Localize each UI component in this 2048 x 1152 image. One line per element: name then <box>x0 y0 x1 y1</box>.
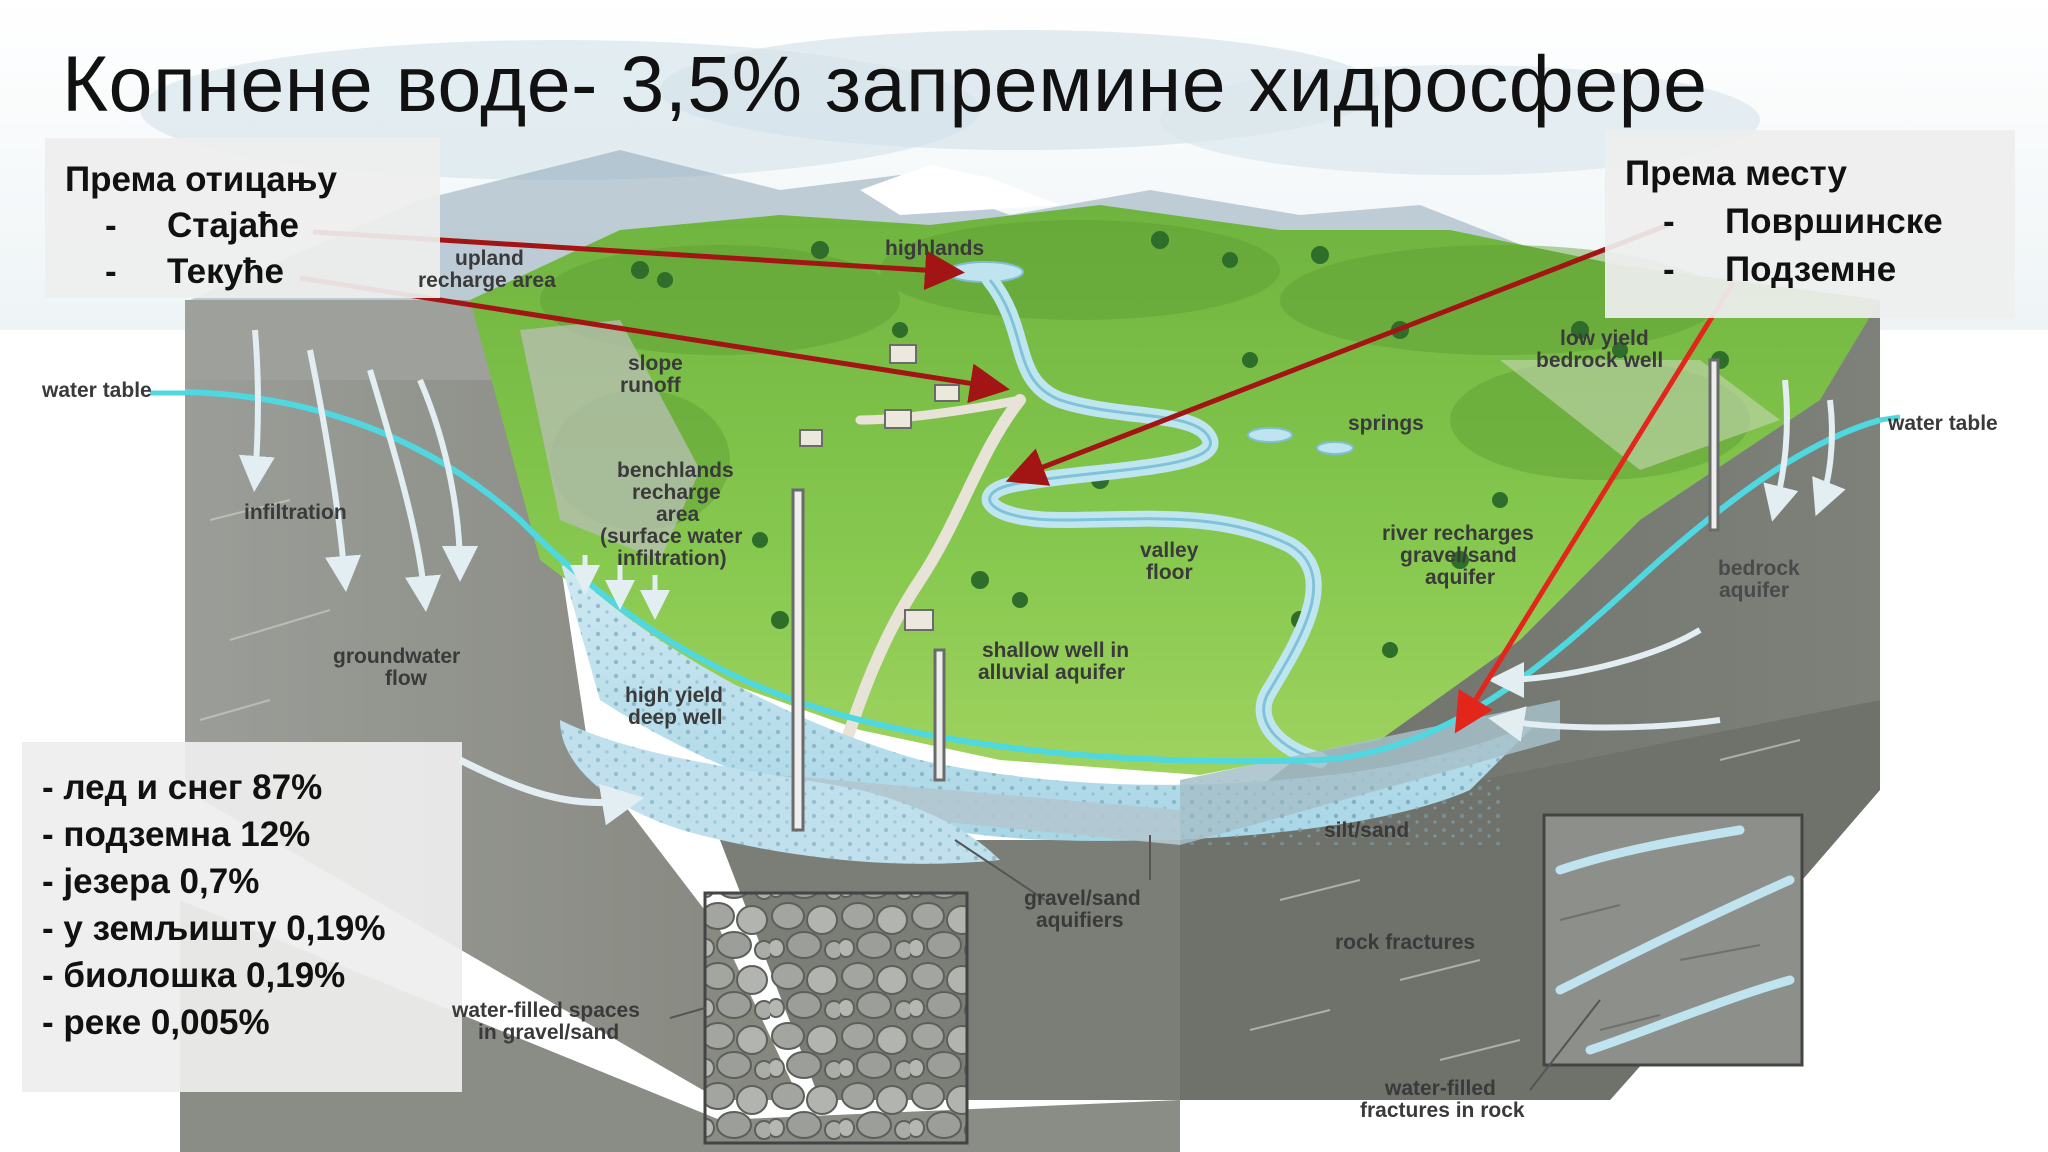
stat-ice-snow: - лед и снег 87% <box>42 768 323 807</box>
label-benchlands-recharge: recharge <box>632 481 721 504</box>
arrow-underground-water <box>1454 281 1736 734</box>
label-benchlands: benchlands <box>617 459 734 482</box>
label-bedrock: bedrock <box>1718 557 1800 580</box>
label-aquifiers: aquifiers <box>1036 909 1124 932</box>
label-upland-recharge: recharge area <box>418 269 556 292</box>
label-river-aquifer: aquifer <box>1425 566 1496 589</box>
label-benchlands-area: area <box>656 503 700 526</box>
flow-heading: Према отицању <box>65 160 337 199</box>
flow-item-flowing: Текуће <box>167 252 284 291</box>
label-silt-sand: silt/sand <box>1324 819 1410 842</box>
flow-item-standing: Стајаће <box>167 206 299 245</box>
page-title: Копнене воде- 3,5% запремине хидросфере <box>62 39 1708 128</box>
water-distribution-panel: - лед и снег 87% - подземна 12% - језера… <box>22 742 462 1092</box>
label-highlands: highlands <box>885 237 985 260</box>
label-water-table-right: water table <box>1888 412 1998 435</box>
label-shallow-well: shallow well in <box>982 639 1130 662</box>
label-floor: floor <box>1146 561 1193 584</box>
label-in-gravel-sand: in gravel/sand <box>478 1021 620 1044</box>
label-gravel-sand: gravel/sand <box>1024 887 1141 910</box>
label-deep-well: deep well <box>628 706 723 729</box>
location-classification-panel: Према месту - Површинске - Подземне <box>1605 130 2015 318</box>
label-benchlands-infiltration: infiltration) <box>617 547 727 570</box>
label-slope: slope <box>628 352 683 375</box>
flow-classification-panel: Према отицању - Стајаће - Текуће <box>45 138 440 298</box>
bullet-dash: - <box>105 252 117 291</box>
label-water-table-left: water table <box>42 379 152 402</box>
stat-lakes: - језера 0,7% <box>42 862 260 901</box>
label-upland: upland <box>455 247 524 270</box>
bullet-dash: - <box>105 206 117 245</box>
label-valley: valley <box>1140 539 1199 562</box>
stat-biological: - биолошка 0,19% <box>42 956 346 995</box>
label-rock-fractures: rock fractures <box>1335 931 1476 954</box>
label-river-gravel-sand: gravel/sand <box>1400 544 1517 567</box>
label-infiltration: infiltration <box>244 501 347 524</box>
label-bedrock-aquifer: aquifer <box>1719 579 1790 602</box>
label-water-filled-spaces: water-filled spaces <box>452 999 640 1022</box>
label-groundwater-flow: flow <box>385 667 427 690</box>
location-heading: Према месту <box>1625 154 1847 193</box>
label-river-recharges: river recharges <box>1382 522 1534 545</box>
bullet-dash: - <box>1663 250 1675 289</box>
label-high-yield: high yield <box>625 684 724 707</box>
stat-groundwater: - подземна 12% <box>42 815 311 854</box>
label-runoff: runoff <box>620 374 681 397</box>
stat-rivers: - реке 0,005% <box>42 1003 270 1042</box>
label-groundwater: groundwater <box>333 645 461 668</box>
label-springs: springs <box>1348 412 1424 435</box>
label-water-filled: water-filled <box>1385 1077 1496 1100</box>
label-bedrock-well: bedrock well <box>1536 349 1664 372</box>
location-item-underground: Подземне <box>1725 250 1897 289</box>
arrow-surface-water <box>1005 222 1669 486</box>
label-low-yield: low yield <box>1560 327 1649 350</box>
label-benchlands-surface-water: (surface water <box>600 525 743 548</box>
label-alluvial-aquifer: alluvial aquifer <box>978 661 1126 684</box>
bullet-dash: - <box>1663 202 1675 241</box>
location-item-surface: Површинске <box>1725 202 1943 241</box>
stat-soil: - у земљишту 0,19% <box>42 909 386 948</box>
label-fractures-in-rock: fractures in rock <box>1360 1099 1525 1122</box>
